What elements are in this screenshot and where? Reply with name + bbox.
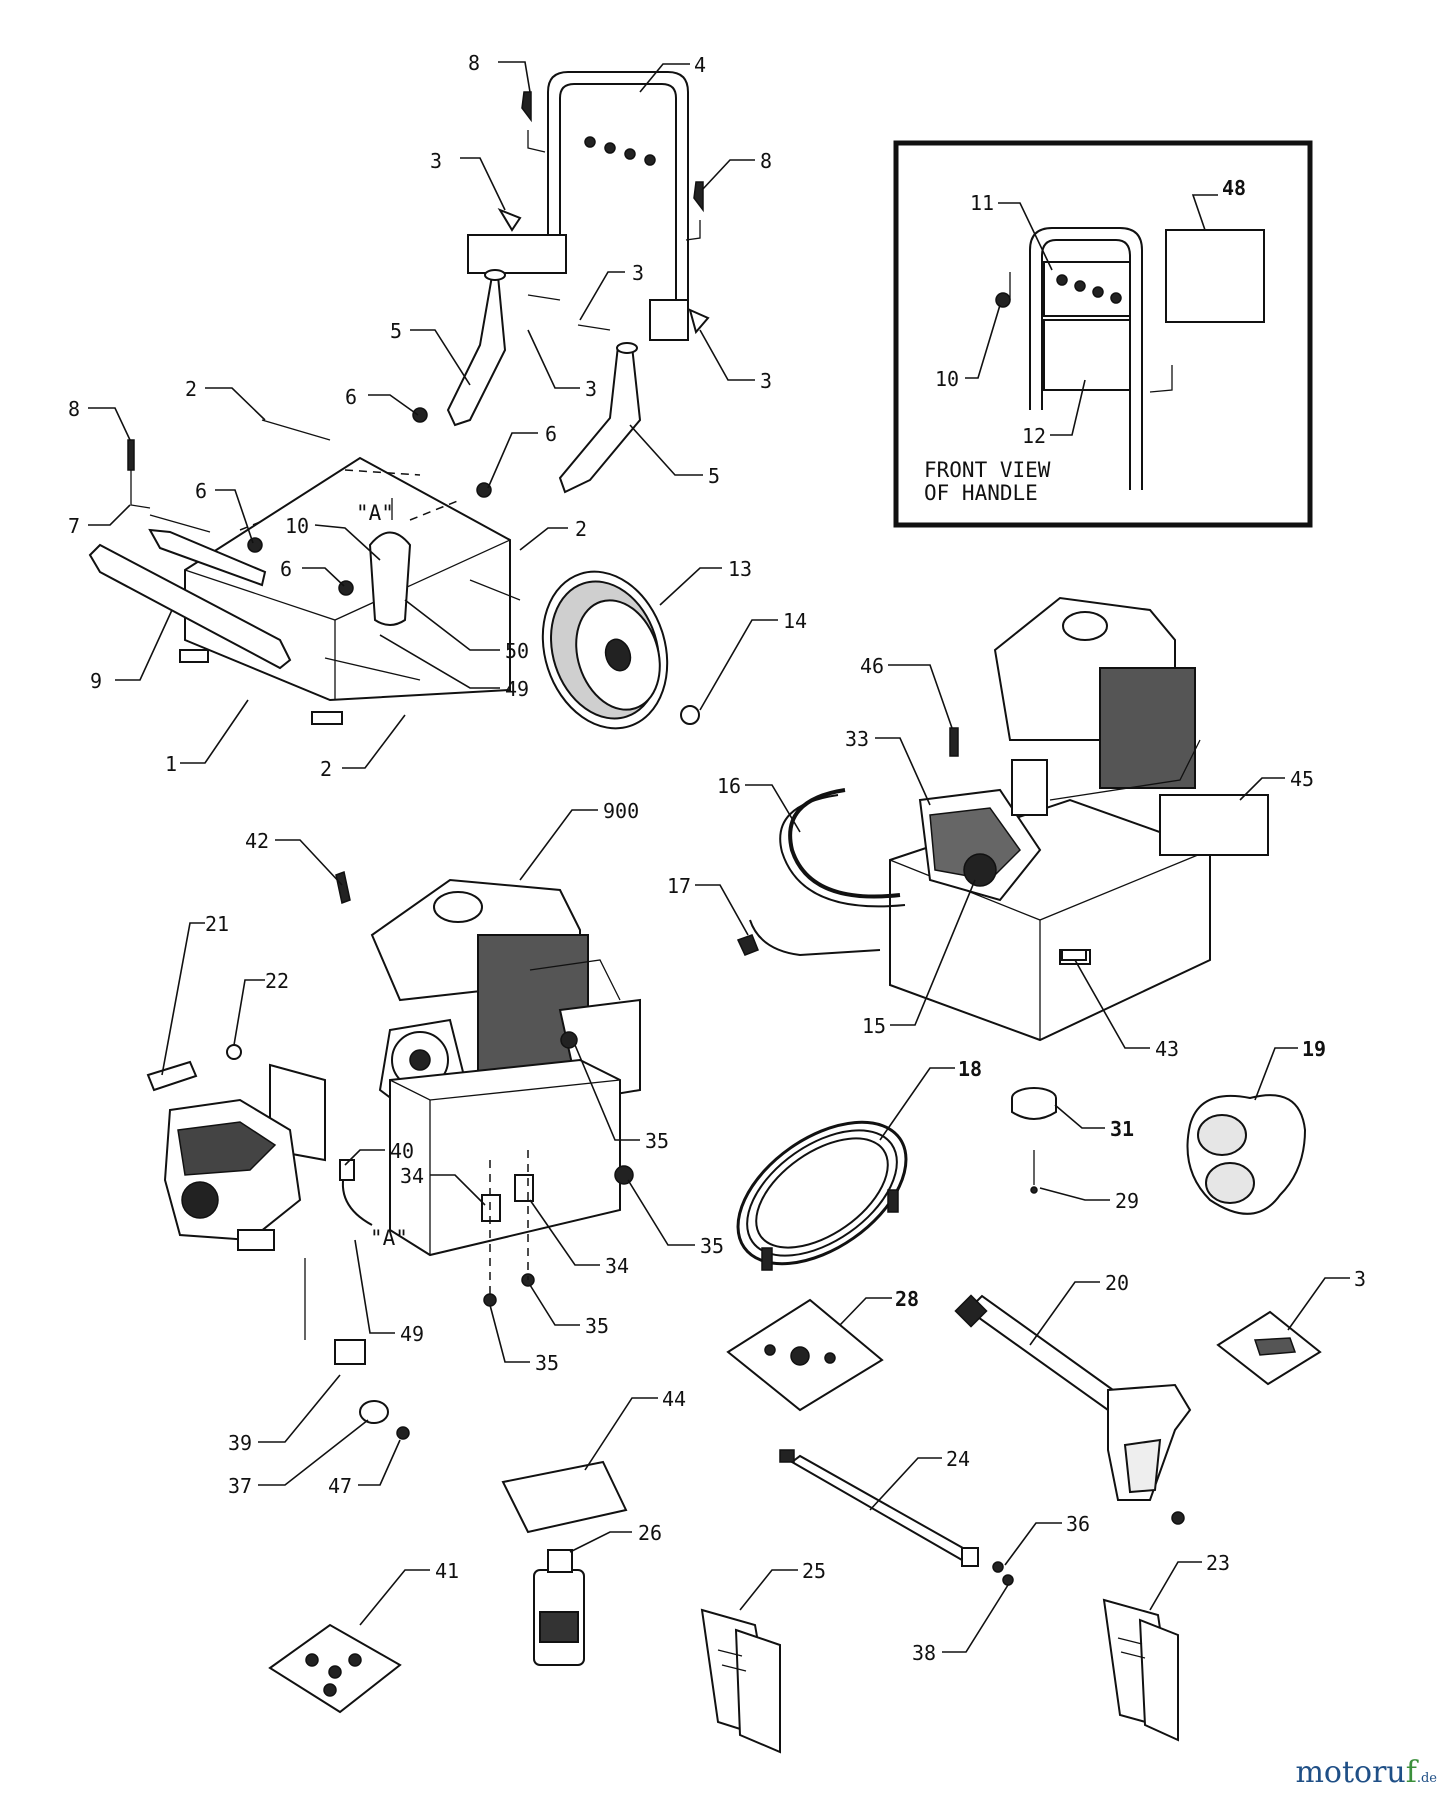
callout-24: 24 bbox=[946, 1447, 970, 1471]
callout-37: 37 bbox=[228, 1474, 252, 1498]
callout-8a: 8 bbox=[468, 51, 480, 75]
callout-15: 15 bbox=[862, 1014, 886, 1038]
parts-kits bbox=[268, 1298, 1322, 1714]
callout-31: 31 bbox=[1110, 1117, 1134, 1141]
foot-and-screw bbox=[1011, 1087, 1057, 1194]
engine-pump-exploded: "A" bbox=[146, 870, 641, 1440]
manuals-and-oil bbox=[501, 1460, 1179, 1754]
front-view-inset: FRONT VIEW OF HANDLE bbox=[893, 140, 1313, 528]
callout-900: 900 bbox=[603, 799, 639, 823]
a-mark-bottom: "A" bbox=[370, 1226, 408, 1250]
callout-48: 48 bbox=[1222, 176, 1246, 200]
spray-gun-and-wand bbox=[779, 1294, 1192, 1586]
callout-34b: 34 bbox=[605, 1254, 629, 1278]
callout-40: 40 bbox=[390, 1139, 414, 1163]
frame-base: "A" bbox=[88, 407, 521, 725]
callout-2a: 2 bbox=[185, 377, 197, 401]
callout-49b: 49 bbox=[400, 1322, 424, 1346]
callout-28: 28 bbox=[895, 1287, 919, 1311]
watermark-logo: motoruf.de bbox=[1295, 1755, 1437, 1790]
callout-3d: 3 bbox=[760, 369, 772, 393]
callout-6d: 6 bbox=[280, 557, 292, 581]
handle-assembly bbox=[446, 71, 710, 494]
callout-4: 4 bbox=[694, 53, 706, 77]
callout-5b: 5 bbox=[708, 464, 720, 488]
callout-6b: 6 bbox=[545, 422, 557, 446]
callout-20: 20 bbox=[1105, 1271, 1129, 1295]
safety-goggles bbox=[1186, 1094, 1307, 1215]
callouts: 8 4 8 3 3 3 3 5 5 2 6 6 6 6 8 7 10 2 9 bbox=[68, 51, 1366, 1665]
callout-13: 13 bbox=[728, 557, 752, 581]
callout-18: 18 bbox=[958, 1057, 982, 1081]
callout-38: 38 bbox=[912, 1641, 936, 1665]
callout-45: 45 bbox=[1290, 767, 1314, 791]
callout-25: 25 bbox=[802, 1559, 826, 1583]
callout-17: 17 bbox=[667, 874, 691, 898]
callout-8c: 8 bbox=[68, 397, 80, 421]
callout-21: 21 bbox=[205, 912, 229, 936]
callout-7: 7 bbox=[68, 514, 80, 538]
callout-39: 39 bbox=[228, 1431, 252, 1455]
assembled-unit bbox=[736, 596, 1269, 1042]
hose-coil bbox=[736, 1120, 908, 1271]
callout-8b: 8 bbox=[760, 149, 772, 173]
callout-14: 14 bbox=[783, 609, 807, 633]
callout-42: 42 bbox=[245, 829, 269, 853]
callout-10a: 10 bbox=[285, 514, 309, 538]
callout-35d: 35 bbox=[535, 1351, 559, 1375]
callout-6c: 6 bbox=[195, 479, 207, 503]
callout-26: 26 bbox=[638, 1521, 662, 1545]
callout-35c: 35 bbox=[585, 1314, 609, 1338]
inset-caption-line1: FRONT VIEW bbox=[924, 458, 1051, 482]
callout-41: 41 bbox=[435, 1559, 459, 1583]
callout-23: 23 bbox=[1206, 1551, 1230, 1575]
callout-16: 16 bbox=[717, 774, 741, 798]
callout-11: 11 bbox=[970, 191, 994, 215]
callout-33: 33 bbox=[845, 727, 869, 751]
callout-19: 19 bbox=[1302, 1037, 1326, 1061]
callout-5a: 5 bbox=[390, 319, 402, 343]
callout-3b: 3 bbox=[632, 261, 644, 285]
callout-3c: 3 bbox=[585, 377, 597, 401]
inset-caption-line2: OF HANDLE bbox=[924, 481, 1038, 505]
callout-10b: 10 bbox=[935, 367, 959, 391]
callout-35b: 35 bbox=[700, 1234, 724, 1258]
wheel bbox=[541, 570, 700, 730]
a-mark-top: "A" bbox=[356, 501, 394, 525]
callout-2c: 2 bbox=[320, 757, 332, 781]
callout-9: 9 bbox=[90, 669, 102, 693]
callout-49a: 49 bbox=[505, 677, 529, 701]
callout-34a: 34 bbox=[400, 1164, 424, 1188]
callout-36: 36 bbox=[1066, 1512, 1090, 1536]
callout-3e: 3 bbox=[1354, 1267, 1366, 1291]
callout-43: 43 bbox=[1155, 1037, 1179, 1061]
callout-3a: 3 bbox=[430, 149, 442, 173]
callout-35a: 35 bbox=[645, 1129, 669, 1153]
callout-6a: 6 bbox=[345, 385, 357, 409]
callout-46: 46 bbox=[860, 654, 884, 678]
callout-50: 50 bbox=[505, 639, 529, 663]
callout-29: 29 bbox=[1115, 1189, 1139, 1213]
callout-12: 12 bbox=[1022, 424, 1046, 448]
callout-47: 47 bbox=[328, 1474, 352, 1498]
callout-1: 1 bbox=[165, 752, 177, 776]
callout-2b: 2 bbox=[575, 517, 587, 541]
callout-22: 22 bbox=[265, 969, 289, 993]
callout-44: 44 bbox=[662, 1387, 686, 1411]
